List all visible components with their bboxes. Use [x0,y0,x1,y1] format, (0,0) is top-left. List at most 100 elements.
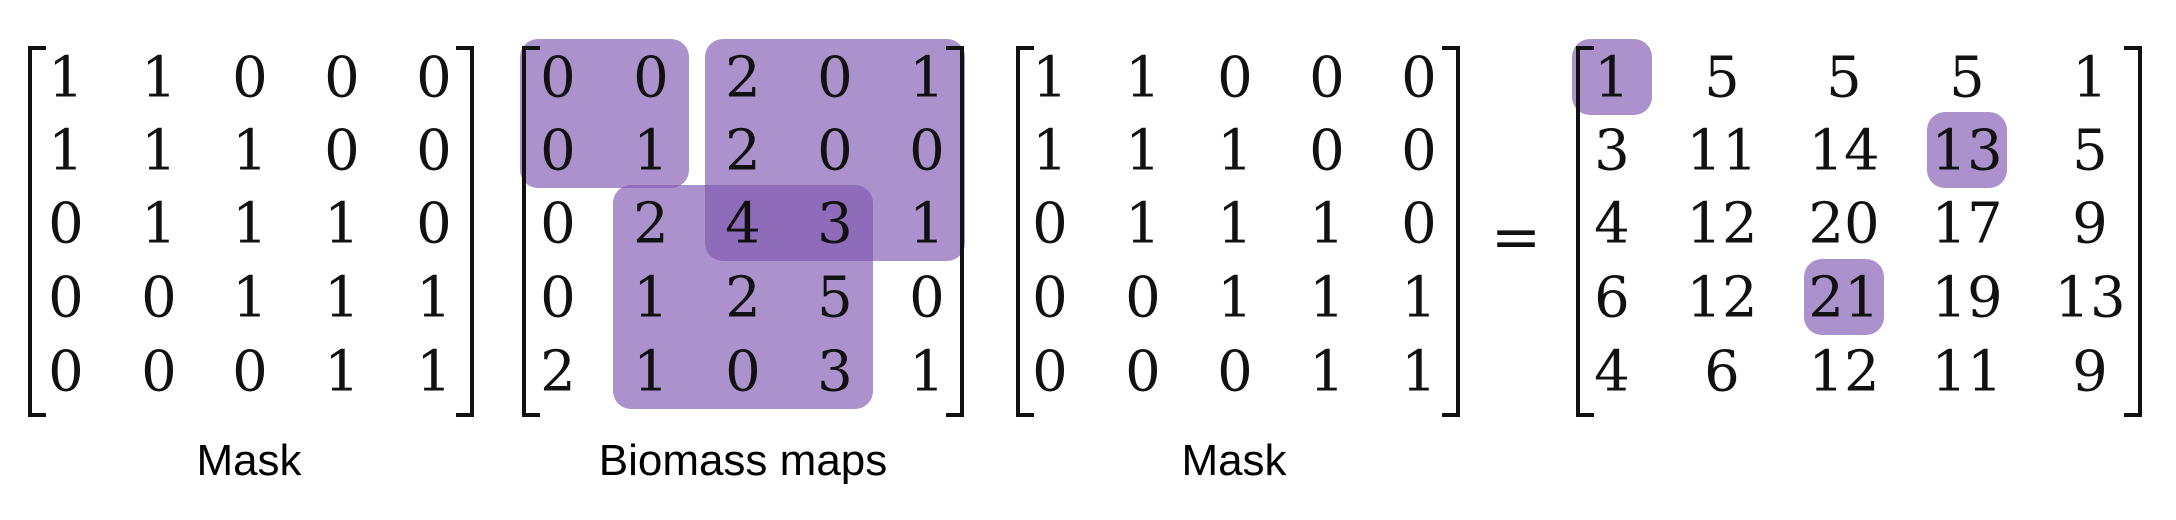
biomass-right-bracket [946,46,964,417]
biomass-cell: 1 [633,340,669,405]
mask-1-cell: 0 [232,340,268,405]
result-cell: 5 [1826,46,1862,111]
result-left-bracket [1576,46,1594,417]
mask-2-cell: 1 [1032,46,1068,111]
mask-1-cell: 0 [48,340,84,405]
result-cell: 21 [1808,266,1879,331]
biomass-cell: 1 [909,340,945,405]
biomass-cell: 1 [909,192,945,257]
mask-1-cell: 1 [232,266,268,331]
result-cell: 17 [1931,192,2002,257]
biomass-cell: 0 [817,46,853,111]
result-cell: 14 [1808,119,1879,184]
captions-layer: Mask Biomass maps Mask [196,436,1287,485]
mask-1-cell: 0 [324,119,360,184]
mask-1-cell: 0 [48,266,84,331]
biomass-cell: 2 [725,46,761,111]
mask-1-cell: 0 [48,192,84,257]
mask-1-cell: 1 [324,266,360,331]
mask-1-cell: 0 [232,46,268,111]
biomass-caption: Biomass maps [599,436,888,485]
biomass-highlight-box [613,185,873,409]
mask-1-cell: 1 [48,119,84,184]
result-cell: 4 [1594,192,1630,257]
result-cell: 5 [1949,46,1985,111]
result-cell: 13 [1931,119,2002,184]
result-cell: 6 [1594,266,1630,331]
mask-2-cell: 1 [1309,266,1345,331]
biomass-cell: 0 [909,119,945,184]
mask-1-cell: 1 [48,46,84,111]
biomass-cell: 0 [725,340,761,405]
result-cell: 19 [1931,266,2002,331]
result-cell: 11 [1931,340,2002,405]
mask-2-caption: Mask [1181,436,1287,485]
result-highlight-box [1572,39,1652,115]
mask-2-cell: 1 [1217,119,1253,184]
result-highlight-box [1804,259,1884,335]
mask-1-cell: 1 [141,192,177,257]
biomass-cell: 5 [817,266,853,331]
biomass-cell: 1 [633,119,669,184]
mask-1-cell: 0 [141,340,177,405]
mask-2-cell: 1 [1125,192,1161,257]
mask-1-cell: 0 [416,192,452,257]
result-cell: 1 [1594,46,1630,111]
mask-2-cell: 1 [1125,119,1161,184]
mask-1-left-bracket [28,46,46,417]
brackets-layer [28,46,2142,417]
mask-1-cell: 0 [141,266,177,331]
mask-1-cell: 0 [324,46,360,111]
mask-1-cell: 1 [416,340,452,405]
result-cell: 12 [1686,192,1757,257]
mask-2-cell: 0 [1309,46,1345,111]
mask-2-cell: 0 [1217,46,1253,111]
mask-2-cell: 0 [1032,192,1068,257]
mask-2-cell: 0 [1401,119,1437,184]
mask-1-cell: 1 [232,119,268,184]
mask-1-cell: 1 [324,340,360,405]
biomass-cell: 2 [540,340,576,405]
mask-2-left-bracket [1016,46,1034,417]
biomass-cell: 0 [540,266,576,331]
mask-1-cell: 1 [141,46,177,111]
biomass-cell: 2 [725,266,761,331]
biomass-cell: 0 [817,119,853,184]
mask-2-cell: 1 [1125,46,1161,111]
mask-2-cell: 1 [1401,340,1437,405]
biomass-cell: 0 [540,119,576,184]
biomass-cell: 2 [725,119,761,184]
mask-2-cell: 0 [1401,46,1437,111]
biomass-cell: 0 [540,46,576,111]
result-cell: 6 [1704,340,1740,405]
biomass-cell: 3 [817,340,853,405]
mask-2-cell: 1 [1217,266,1253,331]
biomass-cell: 0 [909,266,945,331]
mask-2-cell: 1 [1309,340,1345,405]
equals-sign: = [1491,203,1541,273]
result-cell: 9 [2072,192,2108,257]
result-cell: 20 [1808,192,1879,257]
biomass-cell: 0 [633,46,669,111]
result-cell: 12 [1686,266,1757,331]
mask-2-cell: 1 [1032,119,1068,184]
mask-1-cell: 1 [416,266,452,331]
mask-2-right-bracket [1442,46,1460,417]
mask-1-cell: 1 [232,192,268,257]
mask-2-cell: 0 [1125,340,1161,405]
biomass-left-bracket [522,46,540,417]
result-cell: 4 [1594,340,1630,405]
mask-2-cell: 0 [1032,266,1068,331]
mask-1-cell: 1 [324,192,360,257]
mask-2-cell: 0 [1401,192,1437,257]
mask-1-caption: Mask [196,436,302,485]
biomass-cell: 1 [633,266,669,331]
result-cell: 13 [2054,266,2125,331]
biomass-highlight-box [520,39,689,188]
biomass-cell: 3 [817,192,853,257]
result-cell: 11 [1686,119,1757,184]
biomass-cell: 4 [725,192,761,257]
mask-2-cell: 0 [1309,119,1345,184]
